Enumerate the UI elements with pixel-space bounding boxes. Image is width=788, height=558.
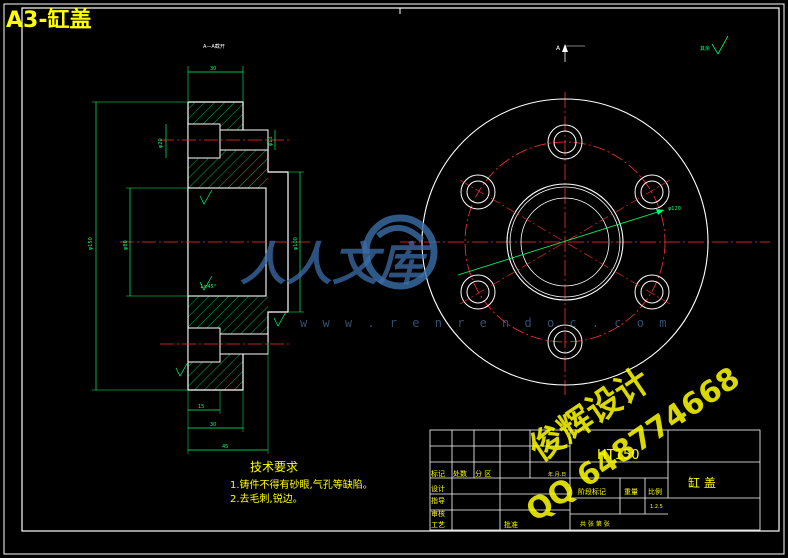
view-label: A — [556, 45, 561, 52]
bolt-hole-outer — [547, 124, 583, 160]
section-view: A—A截开 30 φ150 φ80 φ20 φ11 φ100 1×45° 15 … — [88, 43, 310, 454]
roughness-symbol — [199, 275, 213, 291]
tb-zone: 分 区 — [475, 469, 491, 478]
tb-scale: 1:2.5 — [650, 504, 663, 510]
dim-bottom-2-text: 30 — [210, 422, 216, 428]
bottom-counterbore — [187, 327, 221, 363]
title-block — [429, 429, 761, 531]
hole-centerline — [459, 179, 671, 305]
boss-circle — [506, 183, 624, 301]
tb-ratio: 比例 — [648, 487, 662, 496]
dim-chamfer-text: 1×45° — [200, 284, 217, 290]
pcd-arrow — [656, 209, 664, 215]
tb-stage: 阶段标记 — [578, 487, 606, 496]
tb-sheet: 共 张 第 张 — [580, 520, 610, 528]
pcd-text: φ120 — [668, 206, 681, 212]
tb-date: 年.月.日 — [548, 471, 566, 478]
tb-approve: 批准 — [504, 520, 518, 529]
tb-guide: 指导 — [431, 496, 445, 505]
bolt-hole-inner — [553, 130, 577, 154]
tech-note-1: 1.铸件不得有砂眼,气孔等缺陷。 — [230, 480, 373, 491]
tb-count: 处数 — [453, 469, 467, 478]
sheet-title: A3-缸盖 — [6, 8, 92, 33]
tech-note-2: 2.去毛刺,锐边。 — [230, 494, 303, 505]
front-view: φ120 A 其余 — [400, 35, 770, 395]
dim-bottom-3-text: 45 — [222, 444, 228, 450]
bolt-hole-inner — [640, 180, 664, 204]
top-counterbore — [187, 123, 221, 159]
logo-mark — [362, 214, 438, 290]
tech-requirements-title: 技术要求 — [250, 460, 299, 474]
tb-part-name: 缸 盖 — [688, 475, 716, 490]
outer-frame — [3, 3, 785, 555]
bolt-hole-outer — [547, 324, 583, 360]
bolt-hole-outer — [460, 174, 496, 210]
dim-left-text: φ150 — [88, 237, 94, 250]
tb-design: 设计 — [431, 484, 445, 493]
bolt-hole-outer — [634, 274, 670, 310]
bolt-hole-outer — [460, 274, 496, 310]
section-label: A—A截开 — [203, 43, 225, 50]
outer-flange-circle — [421, 98, 709, 386]
roughness-symbol — [175, 361, 189, 377]
dim-bore-text: φ80 — [123, 240, 129, 250]
dim-right-text: φ100 — [293, 237, 299, 250]
boss-chamfer-circle — [509, 186, 621, 298]
roughness-corner-symbol — [711, 35, 729, 55]
roughness-symbol — [199, 189, 213, 205]
logo-text: 人人文库 — [240, 237, 424, 291]
bolt-hole-inner — [466, 280, 490, 304]
bolt-hole-inner — [640, 280, 664, 304]
dim-hole2-text: φ11 — [268, 136, 274, 146]
roughness-symbol — [273, 311, 287, 327]
tb-check: 审核 — [431, 509, 445, 518]
dim-top-text: 30 — [210, 66, 216, 72]
bolt-holes — [460, 124, 670, 360]
bolt-circle — [464, 141, 666, 343]
tb-mark: 标记 — [431, 469, 445, 478]
dim-hole-text: φ20 — [158, 138, 164, 148]
pcd-leader — [457, 209, 665, 276]
tb-material: HT150 — [597, 448, 640, 463]
tb-weight: 重量 — [624, 488, 638, 496]
bolt-hole-inner — [466, 180, 490, 204]
dim-bottom-1-text: 15 — [198, 404, 204, 410]
title-block-text: HT150 缸 盖 标记 处数 分 区 年.月.日 设计 指导 审核 工艺 批准… — [431, 448, 716, 529]
tb-process: 工艺 — [431, 521, 445, 529]
bolt-hole-inner — [553, 330, 577, 354]
logo-url: w w w . r e n r e n d o c . c o m — [300, 316, 671, 330]
bore-circle — [520, 197, 610, 287]
bolt-hole-outer — [634, 174, 670, 210]
view-arrow-head — [562, 44, 568, 52]
roughness-note: 其余 — [700, 45, 710, 52]
